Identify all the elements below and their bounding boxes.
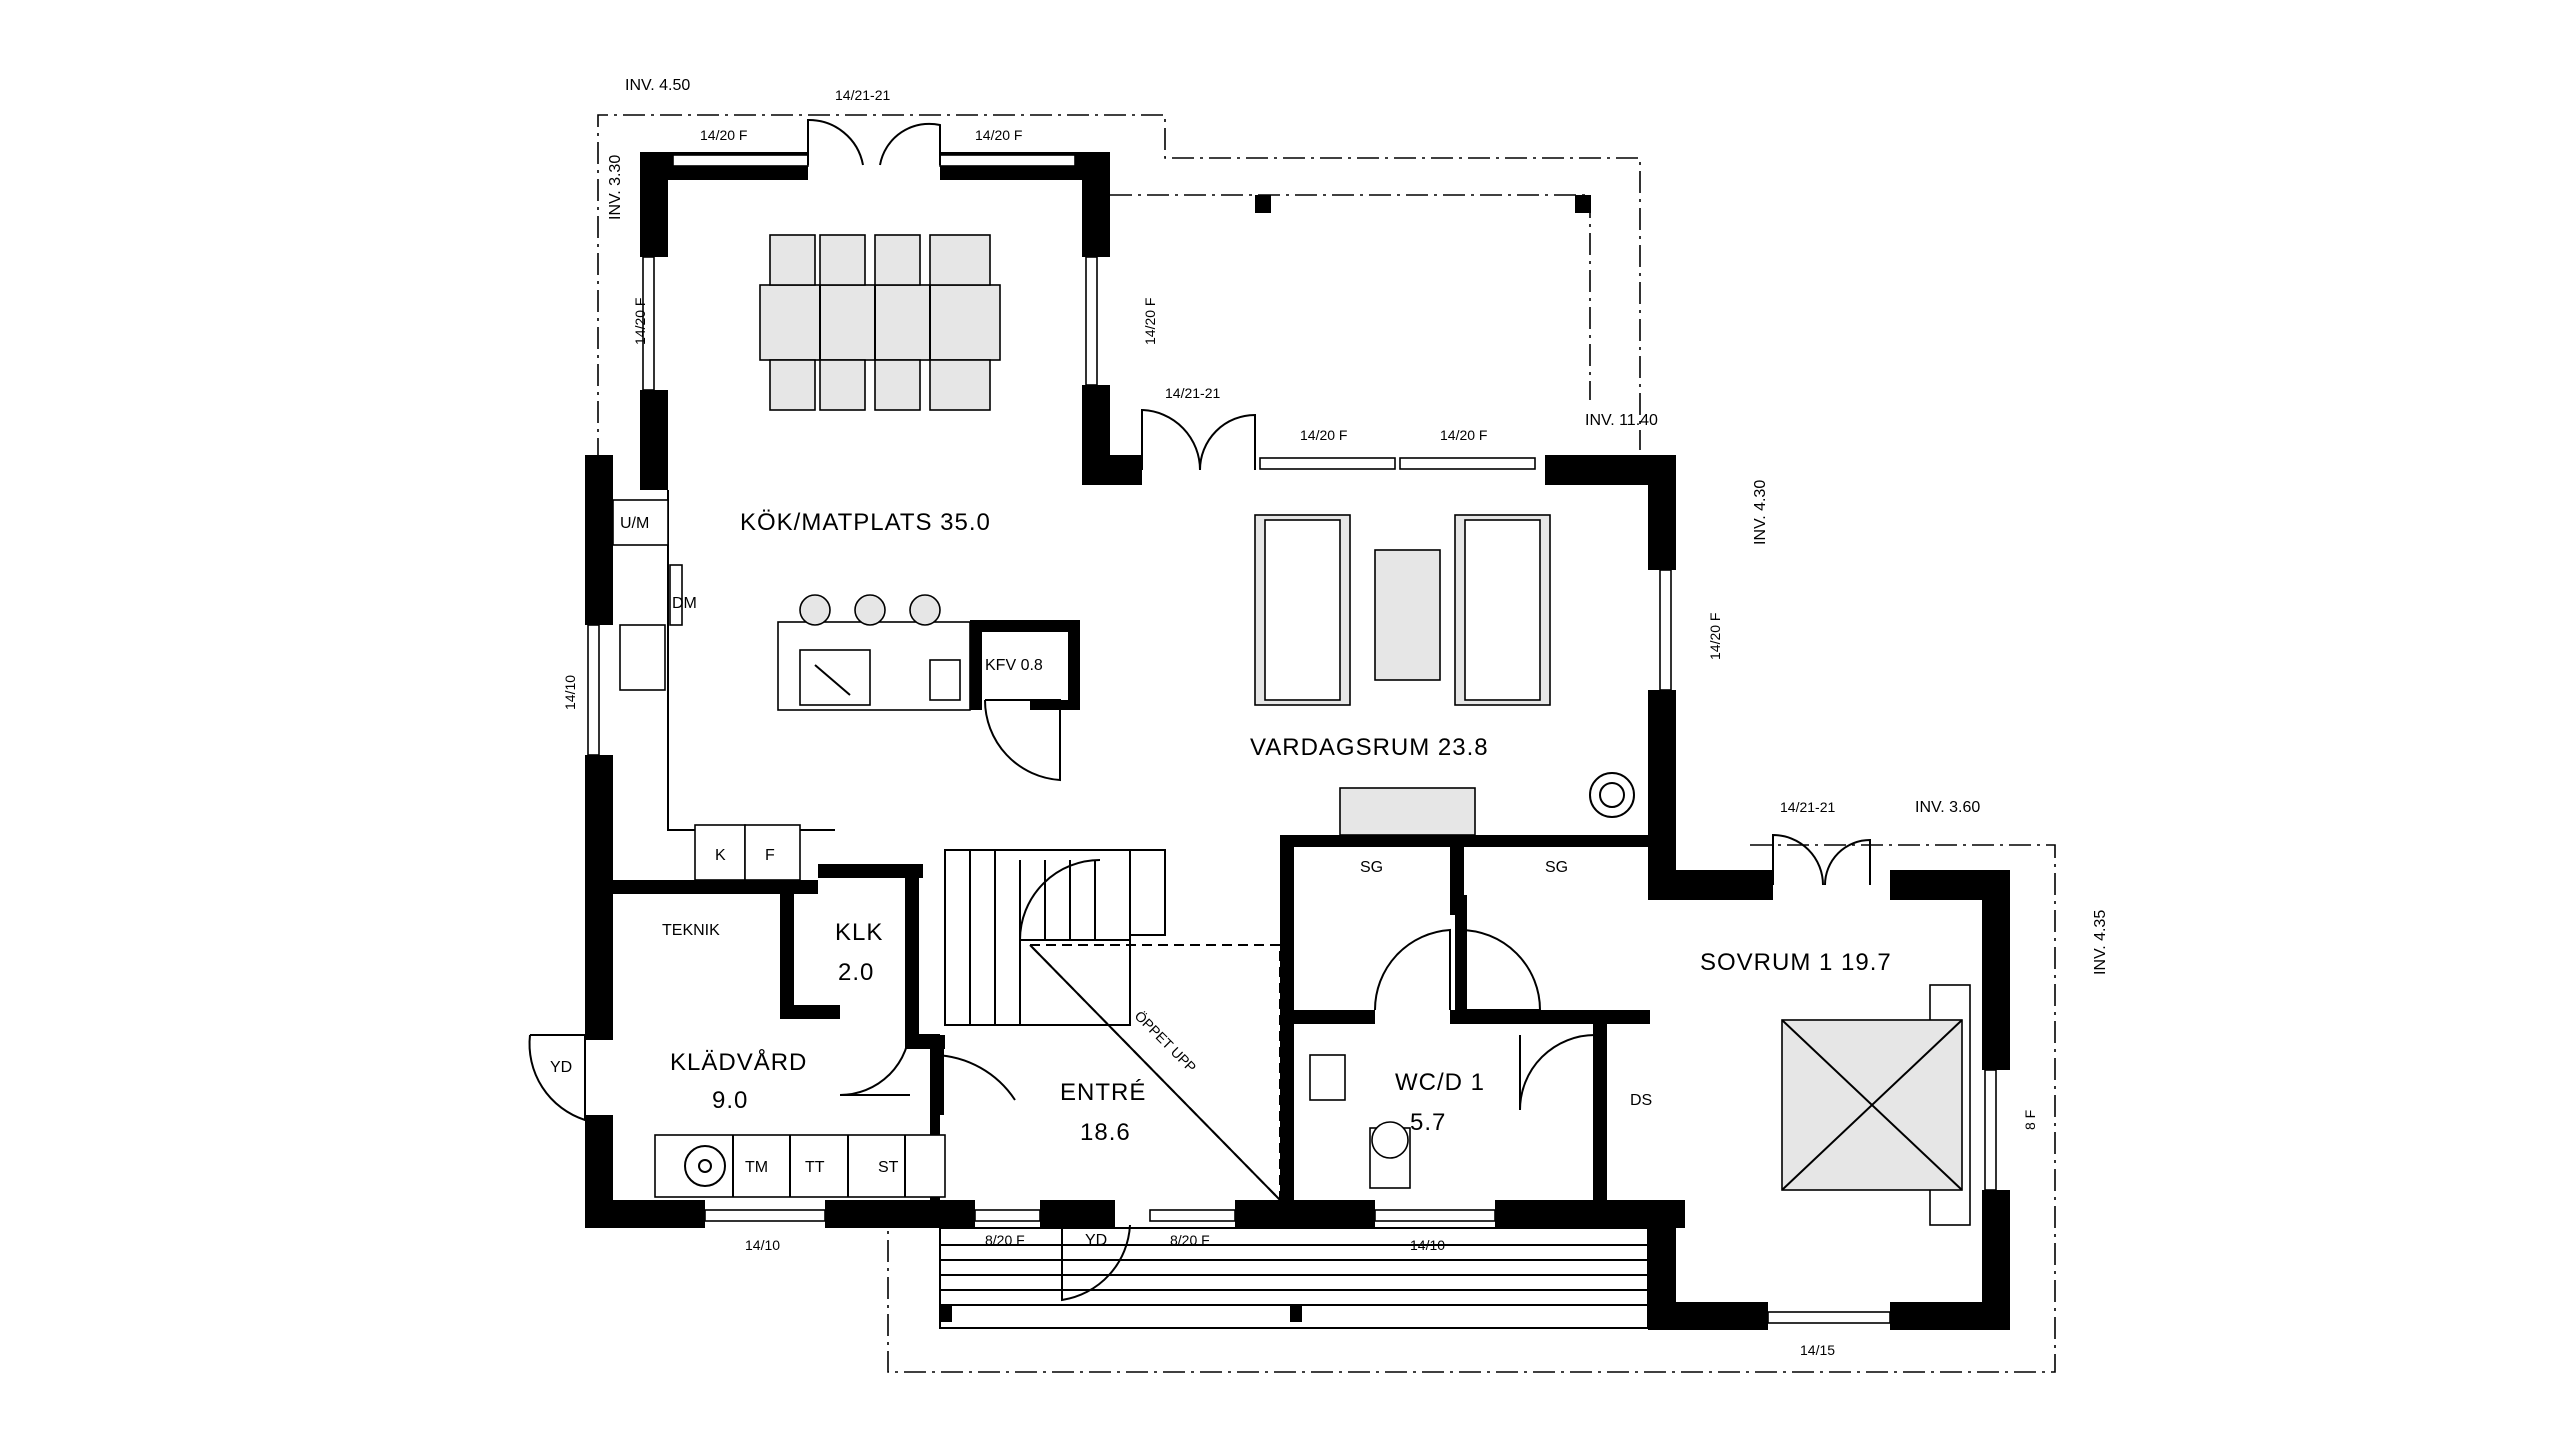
living-win-b-label: 14/20 F bbox=[1440, 427, 1487, 443]
level-labels: INV. 4.50 INV. 3.30 INV. 11.40 INV. 4.30… bbox=[607, 77, 2109, 975]
sg-left-label: SG bbox=[1360, 859, 1383, 876]
laundry-area-label: 9.0 bbox=[712, 1087, 748, 1114]
bedroom-door-label: 14/21-21 bbox=[1780, 799, 1835, 815]
k-label: K bbox=[715, 847, 726, 864]
inv-terrace-label: INV. 11.40 bbox=[1585, 412, 1658, 429]
kitchen-left-win-label: 14/10 bbox=[562, 675, 578, 710]
inv-top-left-label: INV. 4.50 bbox=[625, 77, 690, 94]
wc-fixtures bbox=[1309, 1054, 1411, 1189]
opening-labels: 14/21-21 14/20 F 14/20 F 14/20 F 14/20 F… bbox=[562, 87, 2038, 1358]
closet-area-label: 2.0 bbox=[838, 959, 874, 986]
inv-living-right-label: INV. 4.30 bbox=[1752, 480, 1769, 545]
open-up-label: ÖPPET UPP bbox=[1132, 1007, 1201, 1076]
dining-table bbox=[759, 234, 1001, 411]
top-win-right-label: 14/20 F bbox=[975, 127, 1022, 143]
kitchen-label: KÖK/MATPLATS 35.0 bbox=[740, 509, 991, 536]
st-label: ST bbox=[878, 1159, 899, 1176]
teknik-label: TEKNIK bbox=[662, 922, 720, 939]
bedroom-label: SOVRUM 1 19.7 bbox=[1700, 949, 1892, 976]
top-win-left-label: 14/20 F bbox=[700, 127, 747, 143]
patio-door-label: 14/21-21 bbox=[1165, 385, 1220, 401]
sofa-set bbox=[1254, 514, 1635, 836]
wc-win-label: 14/10 bbox=[1410, 1237, 1445, 1253]
bedroom-bottom-win-label: 14/15 bbox=[1800, 1342, 1835, 1358]
left-win-upper-label: 14/20 F bbox=[632, 298, 648, 345]
kitchen-counter bbox=[612, 490, 835, 881]
entry-win-a-label: 8/20 F bbox=[985, 1232, 1025, 1248]
sg-right-label: SG bbox=[1545, 859, 1568, 876]
right-win-kitchen-label: 14/20 F bbox=[1142, 298, 1158, 345]
yd-laundry-label: YD bbox=[550, 1059, 572, 1076]
entrance-name-label: ENTRÉ bbox=[1060, 1079, 1146, 1106]
tt-label: TT bbox=[805, 1159, 825, 1176]
wc-area-label: 5.7 bbox=[1410, 1109, 1446, 1136]
living-label: VARDAGSRUM 23.8 bbox=[1250, 734, 1489, 761]
yd-entry-label: YD bbox=[1085, 1232, 1107, 1249]
dm-label: DM bbox=[672, 595, 697, 612]
entrance-area-label: 18.6 bbox=[1080, 1119, 1131, 1146]
living-win-a-label: 14/20 F bbox=[1300, 427, 1347, 443]
staircase bbox=[944, 849, 1166, 1026]
wc-name-label: WC/D 1 bbox=[1395, 1069, 1485, 1096]
pantry bbox=[970, 620, 1080, 710]
fridge-label: F bbox=[765, 847, 775, 864]
um-label: U/M bbox=[620, 515, 649, 532]
open-above-area bbox=[1027, 944, 1281, 1203]
laundry-name-label: KLÄDVÅRD bbox=[670, 1048, 807, 1076]
ds-label: DS bbox=[1630, 1092, 1652, 1109]
room-labels: KÖK/MATPLATS 35.0 VARDAGSRUM 23.8 SOVRUM… bbox=[670, 509, 1892, 1146]
bedroom-right-win-label: 8 F bbox=[2022, 1110, 2038, 1130]
kitchen-island bbox=[777, 594, 971, 711]
tm-label: TM bbox=[745, 1159, 768, 1176]
inv-left-label: INV. 3.30 bbox=[607, 155, 624, 220]
doors bbox=[528, 118, 1871, 1302]
top-door-label: 14/21-21 bbox=[835, 87, 890, 103]
inv-bedroom-top-label: INV. 3.60 bbox=[1915, 799, 1980, 816]
entry-win-b-label: 8/20 F bbox=[1170, 1232, 1210, 1248]
laundry-fixtures bbox=[654, 1134, 946, 1198]
inv-bedroom-right-label: INV. 4.35 bbox=[2092, 910, 2109, 975]
laundry-bottom-win-label: 14/10 bbox=[745, 1237, 780, 1253]
bed bbox=[1781, 984, 1971, 1226]
deck bbox=[939, 195, 1649, 1329]
pantry-label: KFV 0.8 bbox=[985, 657, 1043, 674]
living-right-win-label: 14/20 F bbox=[1707, 613, 1723, 660]
closet-name-label: KLK bbox=[835, 919, 883, 946]
